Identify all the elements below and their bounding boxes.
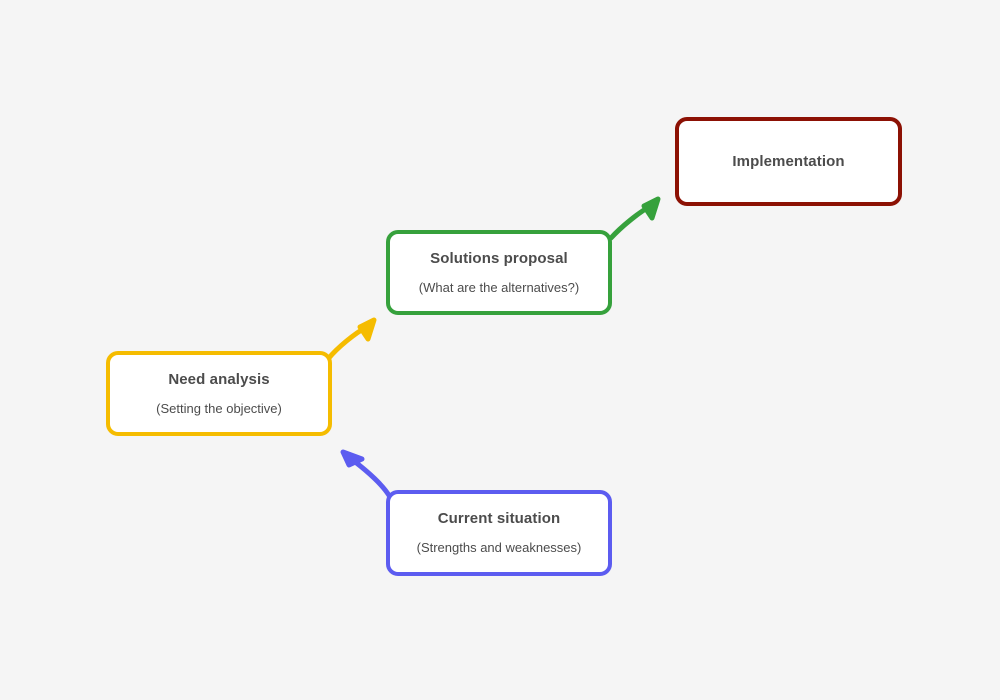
node-need-analysis[interactable]: Need analysis (Setting the objective) [106, 351, 332, 436]
node-current-situation-title: Current situation [437, 510, 561, 528]
node-implementation[interactable]: Implementation [675, 117, 902, 206]
node-current-situation[interactable]: Current situation (Strengths and weaknes… [386, 490, 612, 576]
node-need-analysis-subtitle: (Setting the objective) [156, 400, 282, 416]
node-solutions-proposal-subtitle: (What are the alternatives?) [418, 279, 580, 295]
node-current-situation-subtitle: (Strengths and weaknesses) [416, 540, 582, 556]
node-need-analysis-title: Need analysis [168, 370, 270, 388]
node-implementation-title: Implementation [732, 152, 845, 170]
connector-current-to-need [340, 449, 393, 500]
node-solutions-proposal[interactable]: Solutions proposal (What are the alterna… [386, 230, 612, 315]
connector-solutions-to-implementation [608, 196, 661, 241]
node-solutions-proposal-title: Solutions proposal [430, 249, 568, 267]
connector-need-to-solutions [325, 317, 377, 362]
